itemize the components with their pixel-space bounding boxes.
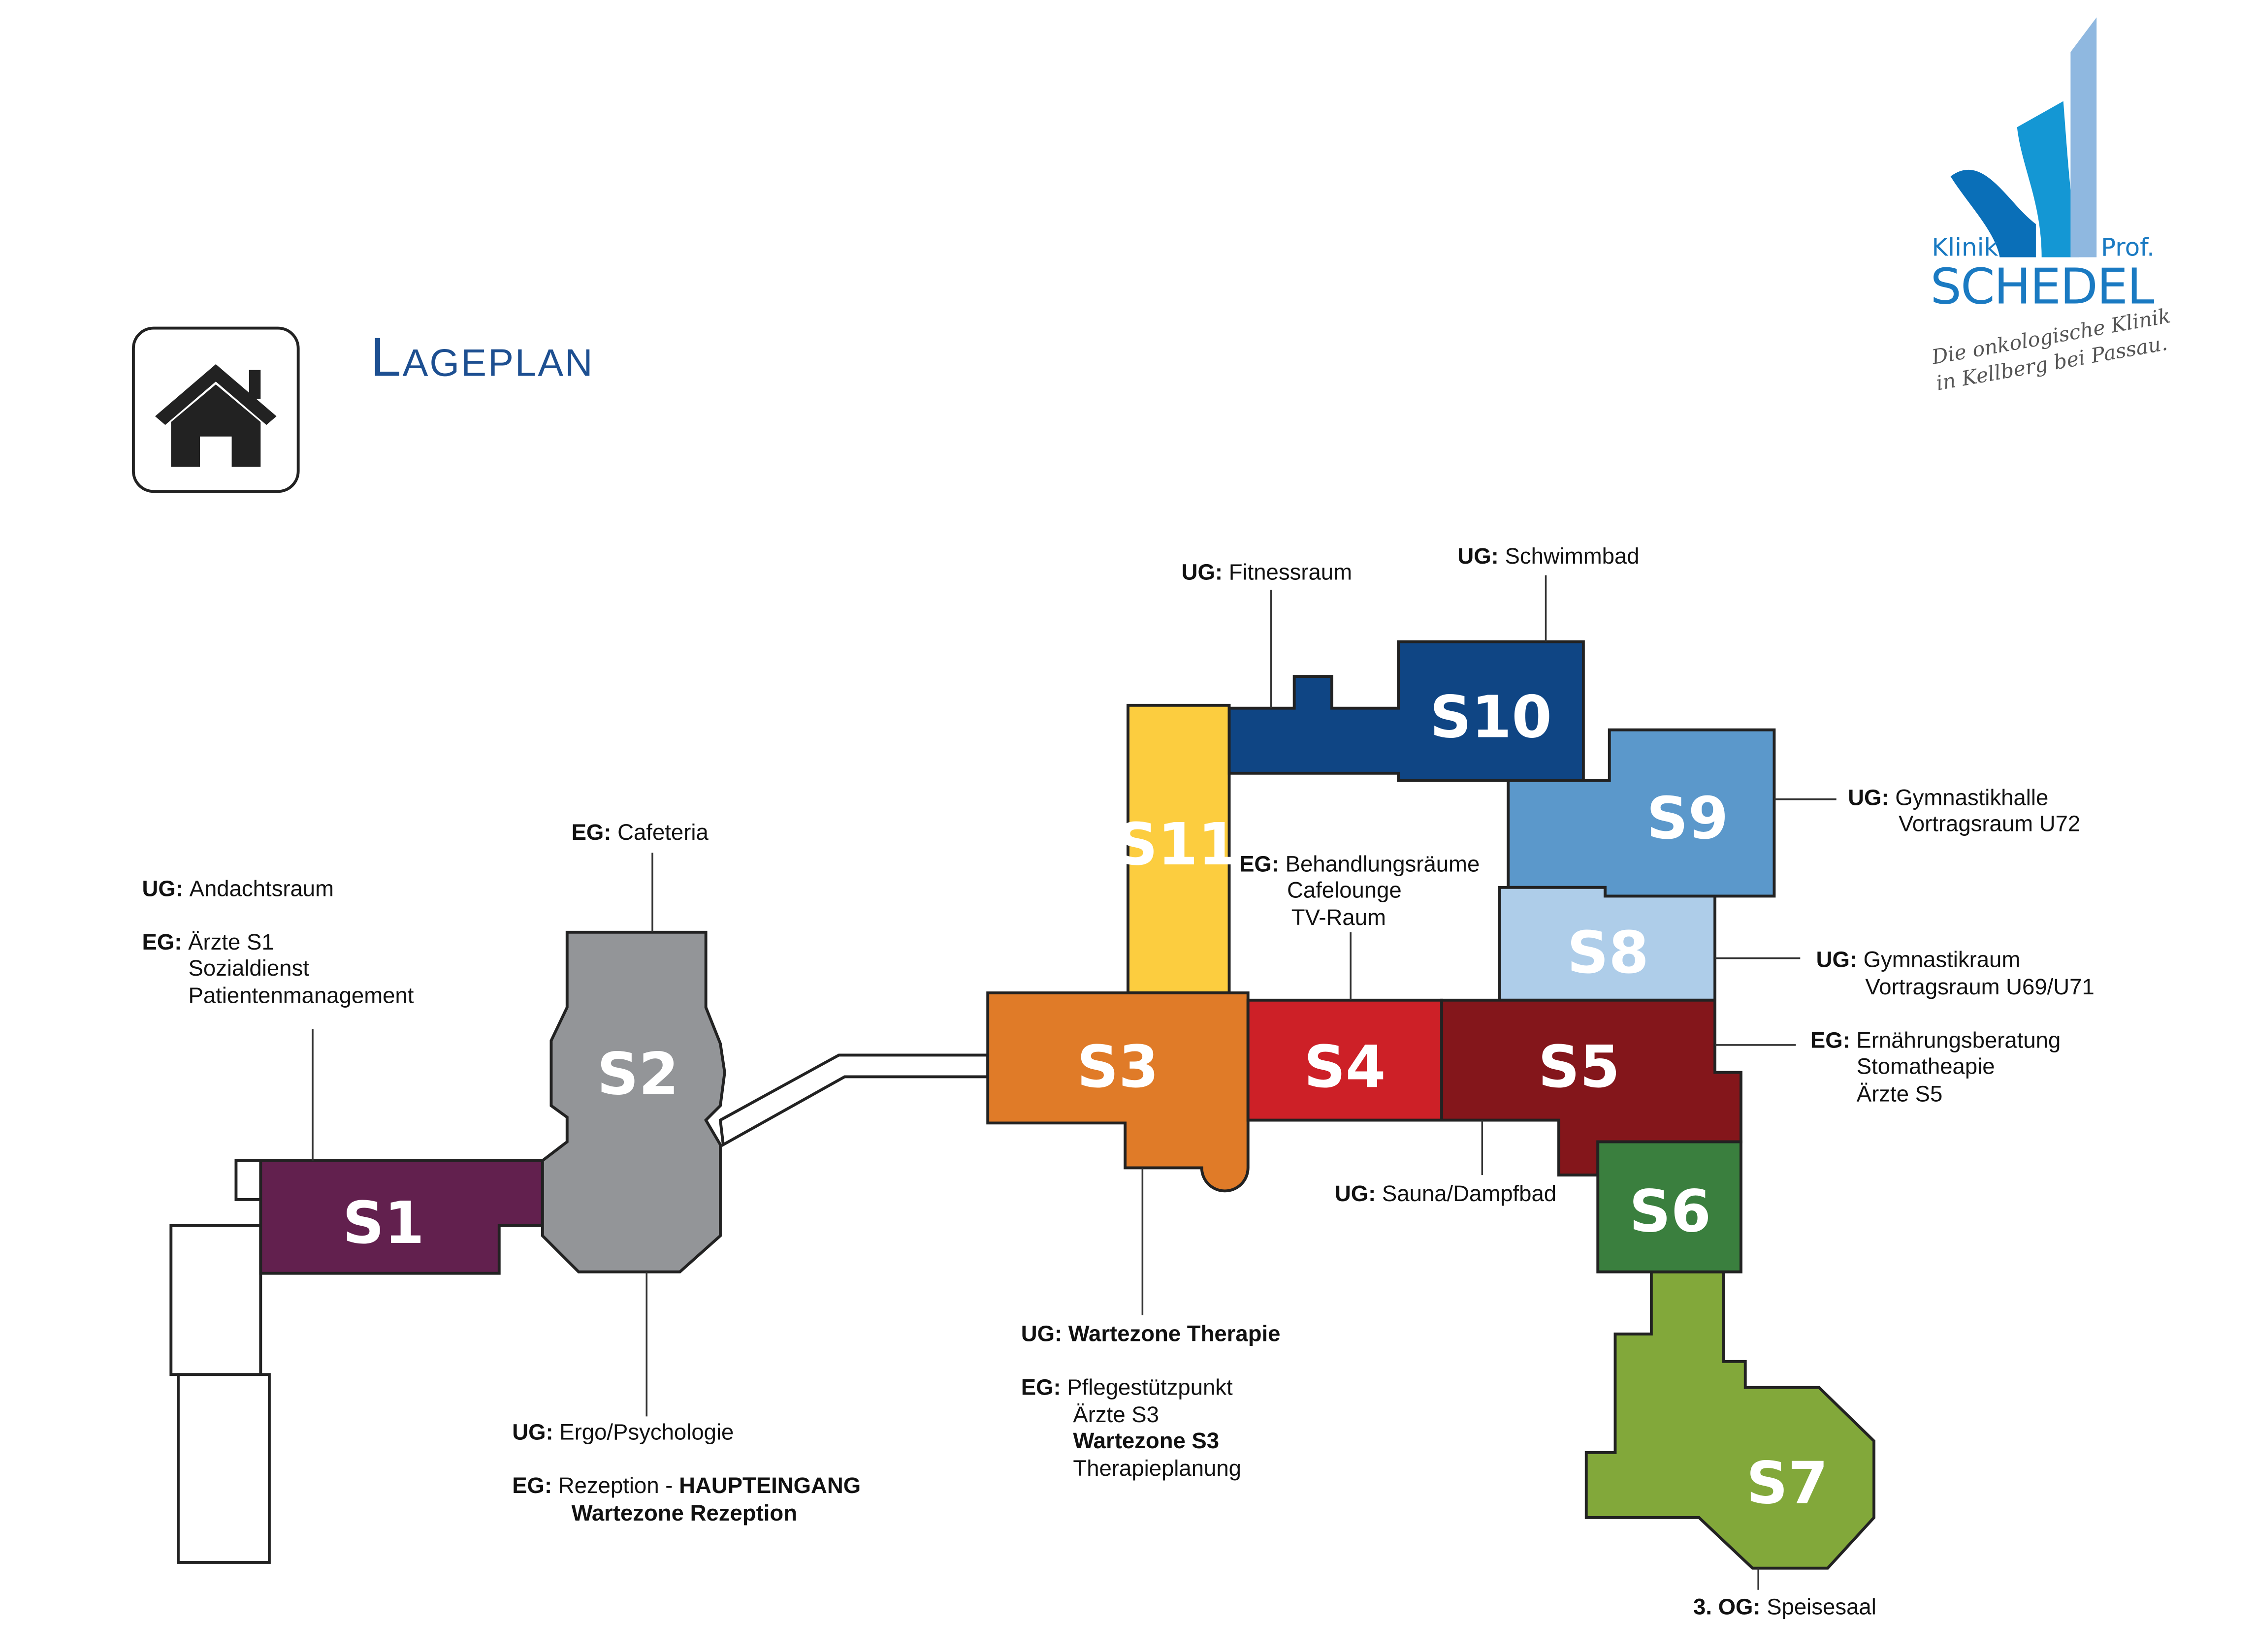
building-label: S7 [1746,1450,1828,1517]
building-label: S11 [1116,811,1238,878]
logo-klinik: Klinik [1932,233,1998,262]
annotation-s4: EG: Behandlungsräume Cafelounge TV-Raum [1239,851,1480,930]
svg-text:Vortragsraum U72: Vortragsraum U72 [1899,811,2080,836]
svg-text:3. OG: Speisesaal: 3. OG: Speisesaal [1693,1594,1876,1620]
logo-prof: Prof. [2101,233,2155,262]
building-label: S10 [1430,683,1552,751]
annotation-s5-right: EG: Ernährungsberatung Stomatheapie Ärzt… [1810,1028,2061,1107]
home-button[interactable] [132,326,300,493]
building-s8[interactable]: S8 [1498,886,1717,1002]
svg-text:EG: Behandlungsräume: EG: Behandlungsräume [1239,851,1480,876]
svg-text:Therapieplanung: Therapieplanung [1073,1456,1241,1481]
building-s3[interactable]: S3 [986,991,1250,1193]
svg-text:UG: Gymnastikhalle: UG: Gymnastikhalle [1848,785,2048,810]
annotation-s2-bottom: UG: Ergo/Psychologie EG: Rezeption - HAU… [512,1419,861,1525]
home-icon [155,364,277,467]
annotation-s7: 3. OG: Speisesaal [1693,1594,1876,1620]
building-label: S6 [1629,1178,1711,1245]
svg-text:TV-Raum: TV-Raum [1291,905,1386,930]
page-title: Lageplan [370,326,594,387]
annotation-s8: UG: Gymnastikraum Vortragsraum U69/U71 [1816,947,2095,999]
building-s2[interactable]: S2 [541,930,726,1273]
svg-text:Wartezone Rezeption: Wartezone Rezeption [572,1500,797,1525]
annotation-s2-top: EG: Cafeteria [572,820,709,845]
annotation-s11: UG: Fitnessraum [1182,559,1352,584]
annotation-s5-bottom: UG: Sauna/Dampfbad [1335,1181,1556,1206]
building-label: S1 [343,1189,424,1257]
svg-text:Patientenmanagement: Patientenmanagement [189,983,414,1008]
svg-text:UG: Wartezone Therapie: UG: Wartezone Therapie [1021,1321,1281,1346]
svg-text:Ärzte S3: Ärzte S3 [1073,1402,1159,1427]
building-s4[interactable]: S4 [1246,998,1444,1122]
svg-text:Ärzte S5: Ärzte S5 [1857,1081,1943,1106]
logo-name: SCHEDEL [1931,258,2155,316]
building-s1[interactable]: S1 [259,1159,544,1275]
building-label: S2 [597,1041,679,1108]
svg-text:UG: Schwimmbad: UG: Schwimmbad [1457,543,1639,569]
svg-text:UG: Andachtsraum: UG: Andachtsraum [142,876,334,901]
annotation-s10: UG: Schwimmbad [1457,543,1639,569]
building-label: S8 [1567,919,1649,986]
svg-text:Stomatheapie: Stomatheapie [1857,1054,1995,1079]
svg-text:EG: Ärzte S1: EG: Ärzte S1 [142,929,274,954]
building-label: S4 [1304,1033,1386,1101]
annotation-s1: UG: Andachtsraum EG: Ärzte S1 Sozialdien… [142,876,414,1008]
svg-text:Cafelounge: Cafelounge [1287,877,1402,902]
svg-text:UG: Ergo/Psychologie: UG: Ergo/Psychologie [512,1419,734,1444]
building-s7[interactable]: S7 [1584,1270,1875,1570]
annotation-s9: UG: Gymnastikhalle Vortragsraum U72 [1848,785,2080,836]
clinic-logo: Klinik Prof. SCHEDEL Die onkologische Kl… [1930,17,2172,395]
building-label: S5 [1538,1033,1620,1101]
svg-text:Wartezone S3: Wartezone S3 [1073,1428,1219,1453]
svg-text:Vortragsraum U69/U71: Vortragsraum U69/U71 [1865,974,2094,999]
svg-text:EG: Pflegestützpunkt: EG: Pflegestützpunkt [1021,1374,1233,1399]
annotation-s3: UG: Wartezone Therapie EG: Pflegestützpu… [1021,1321,1281,1481]
svg-text:UG: Sauna/Dampfbad: UG: Sauna/Dampfbad [1335,1181,1556,1206]
svg-text:EG: Ernährungsberatung: EG: Ernährungsberatung [1810,1028,2061,1053]
svg-text:EG: Cafeteria: EG: Cafeteria [572,820,709,845]
leader-lines [312,575,1837,1590]
connecting-bridge [718,1053,990,1147]
building-s6[interactable]: S6 [1596,1140,1742,1273]
svg-text:UG: Fitnessraum: UG: Fitnessraum [1182,559,1352,584]
svg-text:EG: Rezeption - HAUPTEINGANG: EG: Rezeption - HAUPTEINGANG [512,1473,861,1498]
svg-text:Sozialdienst: Sozialdienst [189,955,310,981]
building-s10[interactable]: S10 [1227,640,1585,782]
building-s11[interactable]: S11 [1116,703,1238,995]
building-label: S3 [1077,1033,1159,1101]
auxiliary-buildings [169,1159,271,1564]
svg-text:UG: Gymnastikraum: UG: Gymnastikraum [1816,947,2021,972]
building-label: S9 [1646,785,1728,852]
